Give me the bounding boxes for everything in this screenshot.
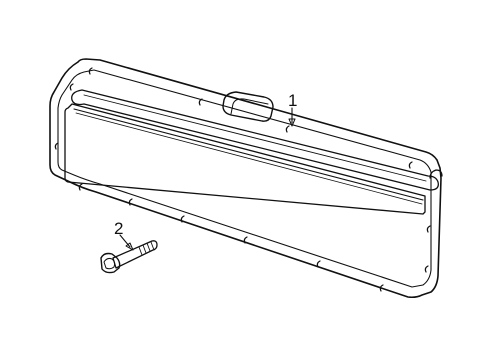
- bolt-head-face: [103, 257, 116, 270]
- panel-face: [64, 103, 426, 215]
- clip-mark: [180, 215, 185, 223]
- clip-mark: [78, 183, 83, 191]
- clip-mark: [426, 225, 431, 233]
- clip-mark: [379, 284, 384, 292]
- clip-mark: [285, 125, 290, 133]
- upper-slot-inner: [83, 94, 427, 182]
- clip-mark: [88, 67, 93, 75]
- trim-panel: [49, 58, 443, 299]
- bolt-head: [100, 252, 121, 274]
- panel-outer-outline: [49, 58, 442, 299]
- clip-marks: [54, 67, 431, 292]
- corner-notch: [429, 169, 443, 179]
- callout-1-label: 1: [288, 91, 297, 110]
- clip-mark: [54, 142, 59, 150]
- clip-mark: [243, 236, 248, 244]
- clip-mark: [424, 265, 429, 273]
- pull-handle: [222, 91, 274, 122]
- clip-mark: [316, 260, 321, 268]
- clip-mark: [408, 161, 413, 169]
- clip-mark: [198, 98, 203, 106]
- leader-arrow-2: [125, 242, 134, 251]
- face-top-edge: [73, 108, 424, 201]
- callout-2-label: 2: [114, 219, 123, 238]
- face-shadow-line: [75, 112, 423, 205]
- bolt: [100, 240, 158, 274]
- clip-mark: [69, 83, 74, 91]
- leader-line-2: [119, 234, 131, 248]
- upper-slot: [71, 89, 439, 191]
- panel-inner-outline: [57, 69, 432, 288]
- leader-arrow-1: [288, 118, 296, 127]
- bolt-threads: [138, 241, 155, 256]
- clip-mark: [128, 198, 133, 206]
